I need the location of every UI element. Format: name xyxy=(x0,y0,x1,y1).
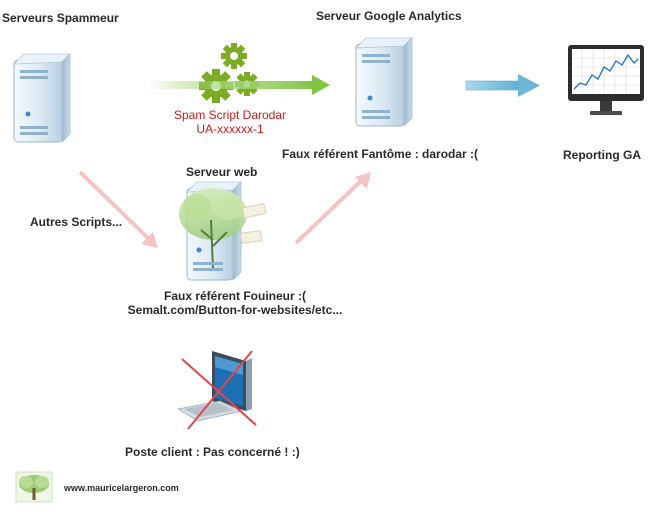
spammer-label: Serveurs Spammeur xyxy=(2,11,119,25)
spam-arrow xyxy=(148,75,330,95)
other-scripts-arrow xyxy=(78,170,158,248)
gears-icon xyxy=(199,43,259,103)
webserver-label: Serveur web xyxy=(186,165,258,179)
crawler-referrer-sites: Semalt.com/Button-for-websites/etc... xyxy=(127,303,343,317)
web-server-icon xyxy=(179,181,267,281)
footer-logo-icon xyxy=(15,471,53,503)
reporting-label: Reporting GA xyxy=(563,148,641,162)
client-label: Poste client : Pas concerné ! :) xyxy=(125,445,300,459)
spam-script-label: Spam Script Darodar UA-xxxxxx-1 xyxy=(155,108,305,136)
footer-site: www.mauricelargeron.com xyxy=(64,483,179,493)
report-arrow xyxy=(465,74,540,97)
spammer-server-icon xyxy=(12,53,71,143)
ga-label: Serveur Google Analytics xyxy=(316,9,462,23)
spam-script-ua: UA-xxxxxx-1 xyxy=(196,122,264,136)
ghost-referrer-label: Faux référent Fantôme : darodar :( xyxy=(282,147,479,161)
crawler-referrer-title: Faux référent Fouineur :( xyxy=(163,289,306,303)
client-pc-icon xyxy=(176,350,257,430)
spam-script-name: Spam Script Darodar xyxy=(173,108,287,122)
reporting-monitor-icon xyxy=(568,45,644,115)
ghost-referrer-arrow xyxy=(294,172,371,245)
crawler-referrer-label: Faux référent Fouineur :( Semalt.com/But… xyxy=(110,289,360,317)
other-scripts-label: Autres Scripts... xyxy=(30,215,123,229)
ga-server-icon xyxy=(354,37,413,127)
